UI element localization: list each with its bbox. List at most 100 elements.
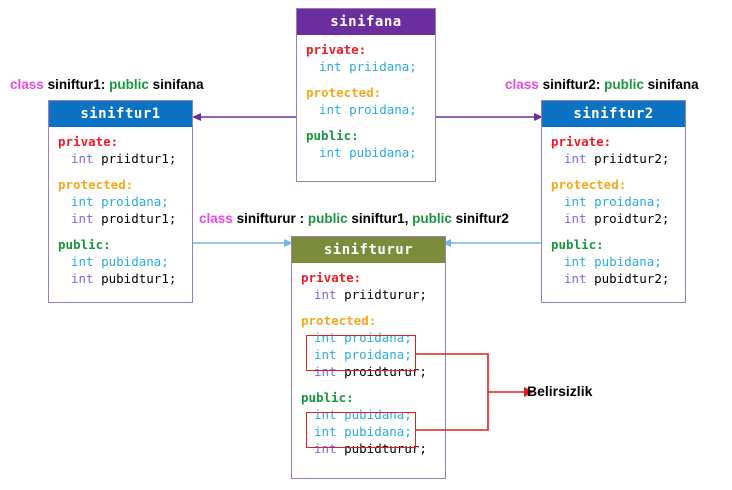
comma: ,	[404, 211, 409, 226]
member-keyword: int	[71, 151, 94, 166]
class-members-siniftur1: private: int priidtur1; protected: int p…	[49, 127, 192, 294]
base-class-name: sinifana	[647, 77, 699, 92]
member-text: int proidana;	[71, 194, 169, 209]
keyword-public: public	[109, 77, 149, 92]
member-row: int proidturur;	[292, 363, 445, 380]
member-row: int pubidana;	[49, 253, 192, 270]
keyword-class: class	[199, 211, 233, 226]
member-keyword: int	[564, 271, 587, 286]
section-label-protected: protected:	[301, 313, 377, 328]
caption-siniftur2-declaration: class siniftur2: public sinifana	[505, 77, 699, 92]
member-row: int proidana;	[49, 193, 192, 210]
base-class-name: siniftur1	[351, 211, 405, 226]
member-text: int priidana;	[319, 59, 417, 74]
member-text: int pubidana;	[314, 424, 412, 439]
section-label-public: public:	[551, 237, 604, 252]
section-label-protected: protected:	[306, 85, 382, 100]
section-gap	[542, 167, 685, 176]
member-name: priidturur;	[344, 287, 427, 302]
keyword-public: public	[307, 211, 348, 226]
class-header-siniftur2: siniftur2	[542, 101, 685, 127]
inheritance-arrow-siniftur2-to-sinifturur	[440, 236, 545, 250]
member-row: int proidana;	[297, 101, 435, 118]
section-gap	[542, 227, 685, 236]
member-keyword: int	[71, 211, 94, 226]
member-row: int priidana;	[297, 58, 435, 75]
colon: :	[299, 211, 305, 226]
class-box-siniftur2: siniftur2 private: int priidtur2; protec…	[541, 100, 686, 303]
section-gap	[297, 118, 435, 127]
member-row: int pubidtur2;	[542, 270, 685, 287]
member-keyword: int	[564, 151, 587, 166]
member-row-ambiguous: int pubidana;	[292, 406, 445, 423]
member-keyword: int	[314, 287, 337, 302]
member-text: int proidana;	[314, 330, 412, 345]
class-box-sinifana: sinifana private: int priidana; protecte…	[296, 8, 436, 182]
member-row: int pubidtur1;	[49, 270, 192, 287]
caption-sinifturur-declaration: class sinifturur : public siniftur1, pub…	[199, 211, 509, 226]
keyword-class: class	[10, 77, 44, 92]
member-row: int proidtur2;	[542, 210, 685, 227]
class-header-siniftur1: siniftur1	[49, 101, 192, 127]
member-keyword: int	[314, 441, 337, 456]
member-keyword: int	[314, 364, 337, 379]
member-name: proidtur2;	[594, 211, 670, 226]
inheritance-arrow-siniftur1-to-sinifturur	[190, 236, 295, 250]
ambiguity-connector	[414, 352, 594, 432]
member-text: int proidana;	[314, 347, 412, 362]
member-row: int pubidana;	[297, 144, 435, 161]
inheritance-arrow-base-to-siniftur1	[190, 110, 300, 124]
base-class-name: sinifana	[152, 77, 204, 92]
section-label-private: private:	[551, 134, 612, 149]
derived-class-name: siniftur2	[542, 77, 596, 92]
member-name: priidtur1;	[101, 151, 177, 166]
member-text: int proidana;	[319, 102, 417, 117]
member-text: int pubidana;	[319, 145, 417, 160]
member-row-ambiguous: int proidana;	[292, 346, 445, 363]
section-label-private: private:	[58, 134, 119, 149]
member-name: priidtur2;	[594, 151, 670, 166]
derived-class-name: sinifturur	[236, 211, 296, 226]
member-name: pubidtur2;	[594, 271, 670, 286]
class-box-sinifturur: sinifturur private: int priidturur; prot…	[291, 236, 446, 479]
member-text: int pubidana;	[314, 407, 412, 422]
section-label-private: private:	[306, 42, 367, 57]
class-box-siniftur1: siniftur1 private: int priidtur1; protec…	[48, 100, 193, 303]
section-label-private: private:	[301, 270, 362, 285]
section-label-public: public:	[301, 390, 354, 405]
colon: :	[595, 77, 601, 92]
class-header-sinifturur: sinifturur	[292, 237, 445, 263]
member-row: int proidana;	[542, 193, 685, 210]
member-row: int priidtur2;	[542, 150, 685, 167]
member-name: pubidturur;	[344, 441, 427, 456]
member-name: pubidtur1;	[101, 271, 177, 286]
inheritance-arrow-base-to-siniftur2	[435, 110, 545, 124]
base-class-name: siniftur2	[455, 211, 509, 226]
member-row: int priidturur;	[292, 286, 445, 303]
colon: :	[100, 77, 106, 92]
member-row: int pubidturur;	[292, 440, 445, 457]
member-row: int priidtur1;	[49, 150, 192, 167]
member-text: int proidana;	[564, 194, 662, 209]
member-row-ambiguous: int proidana;	[292, 329, 445, 346]
section-label-public: public:	[306, 128, 359, 143]
class-members-siniftur2: private: int priidtur2; protected: int p…	[542, 127, 685, 294]
class-header-sinifana: sinifana	[297, 9, 435, 35]
member-row-ambiguous: int pubidana;	[292, 423, 445, 440]
ambiguity-label: Belirsizlik	[527, 383, 593, 399]
keyword-public: public	[604, 77, 644, 92]
member-keyword: int	[564, 211, 587, 226]
derived-class-name: siniftur1	[47, 77, 101, 92]
class-members-sinifana: private: int priidana; protected: int pr…	[297, 35, 435, 168]
keyword-public: public	[412, 211, 452, 226]
section-label-public: public:	[58, 237, 111, 252]
caption-siniftur1-declaration: class siniftur1: public sinifana	[10, 77, 204, 92]
member-keyword: int	[71, 271, 94, 286]
member-text: int pubidana;	[564, 254, 662, 269]
keyword-class: class	[505, 77, 539, 92]
member-row: int proidtur1;	[49, 210, 192, 227]
section-label-protected: protected:	[58, 177, 134, 192]
section-gap	[292, 303, 445, 312]
class-members-sinifturur: private: int priidturur; protected: int …	[292, 263, 445, 464]
